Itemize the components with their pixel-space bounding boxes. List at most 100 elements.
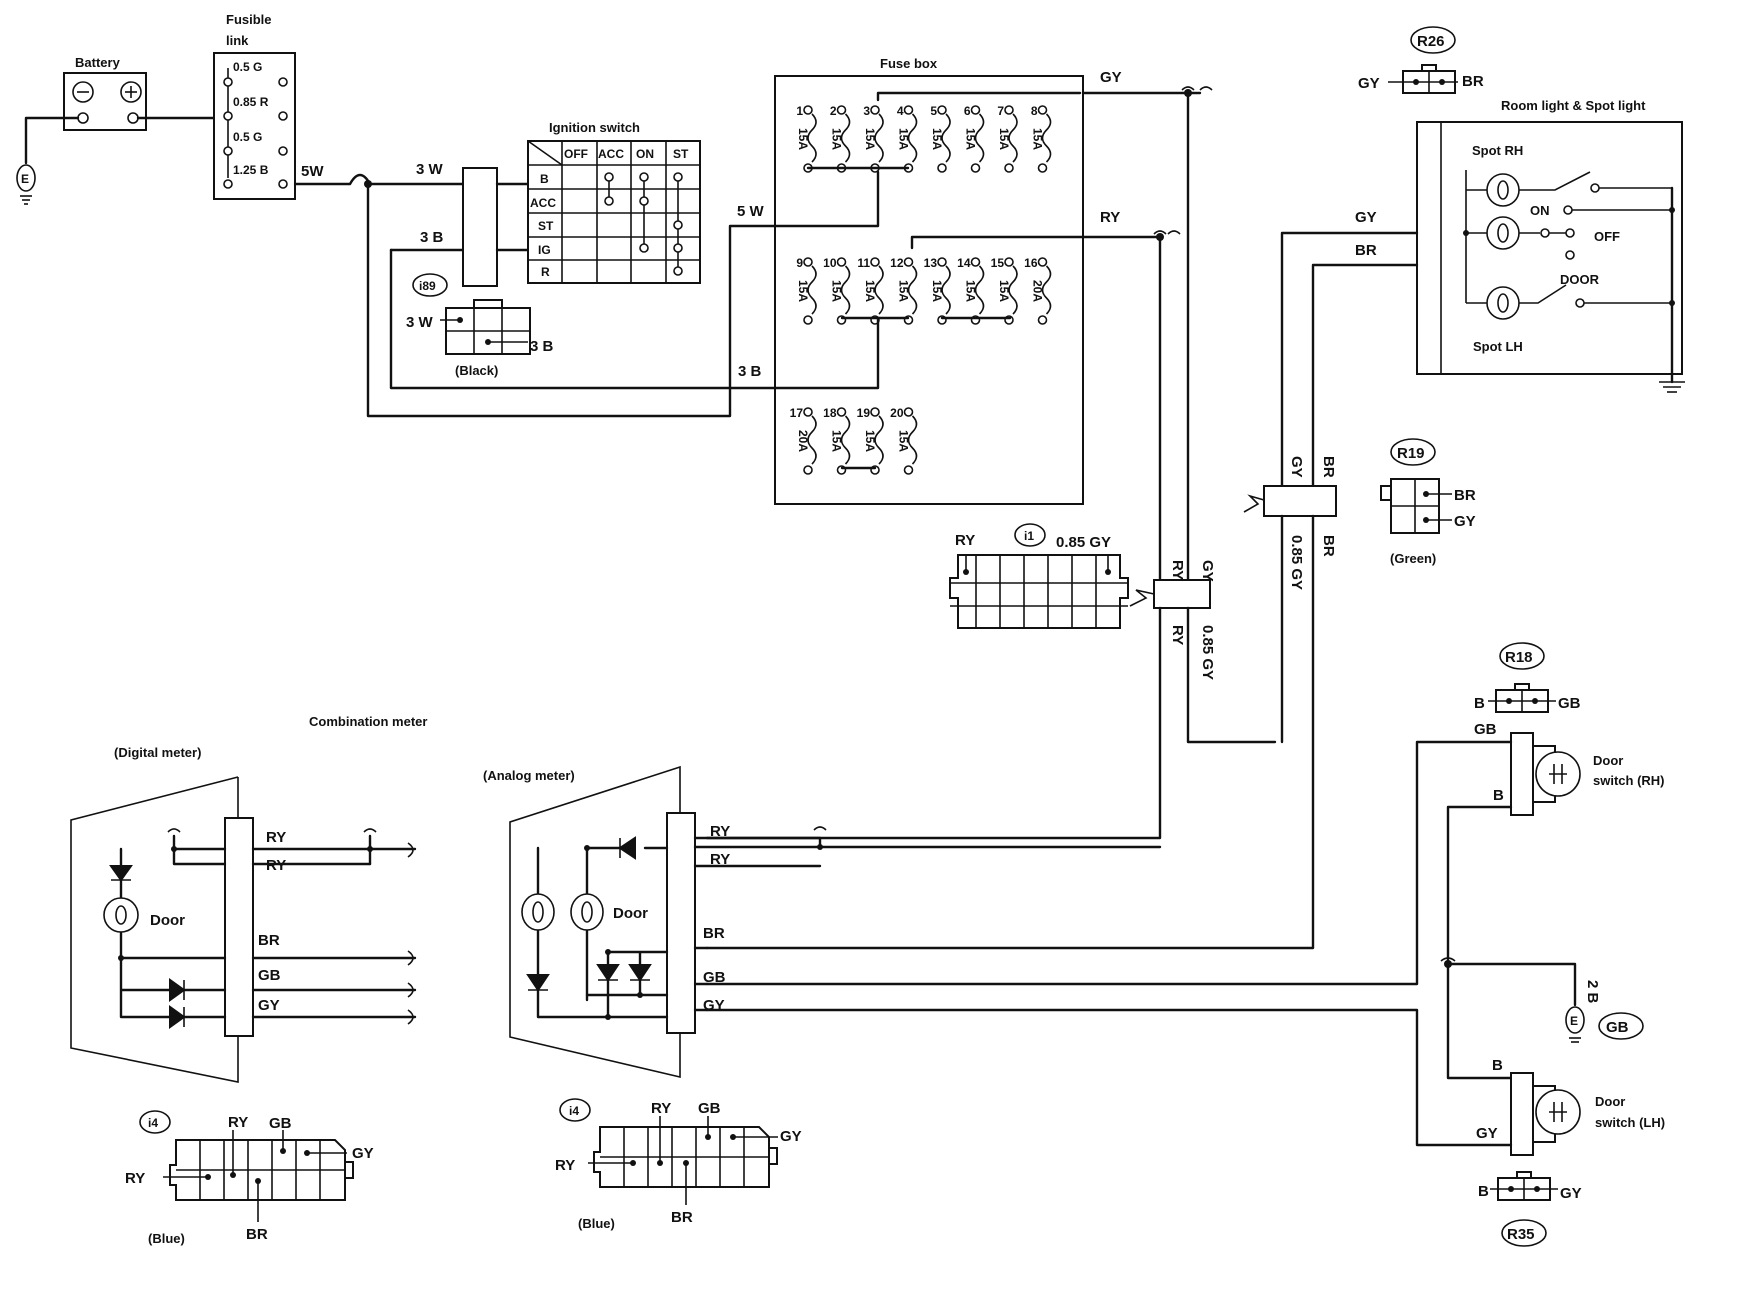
fusible-link-2: 0.85 R — [233, 95, 269, 109]
i4-a-gy: GY — [780, 1128, 802, 1145]
analog-ry2-label: RY — [710, 851, 730, 868]
off-label: OFF — [1594, 229, 1620, 244]
fuse-number: 16 — [1024, 256, 1038, 270]
fuse-rating: 15A — [897, 280, 911, 302]
fuse-number: 1 — [796, 104, 803, 118]
fuse-number: 20 — [890, 406, 904, 420]
fuse-number: 18 — [823, 406, 837, 420]
r26-gy: GY — [1358, 75, 1380, 92]
fuse-20: 20 15A — [890, 406, 918, 475]
fuse-number: 4 — [897, 104, 904, 118]
ign-col-on: ON — [636, 147, 654, 161]
wire-gy-top-label: GY — [1100, 69, 1122, 86]
spot-rh-label: Spot RH — [1472, 143, 1523, 158]
fuse-rating: 15A — [863, 128, 877, 150]
r35-b: B — [1478, 1183, 1489, 1200]
fuse-rating: 15A — [997, 280, 1011, 302]
i4-a-ry: RY — [651, 1100, 671, 1117]
bulb-spot-lh — [1486, 286, 1520, 320]
i1-gy: 0.85 GY — [1056, 534, 1111, 551]
analog-meter: RY RY Door BR GB GY — [509, 765, 1162, 1079]
wire-b-rh-label: B — [1493, 787, 1504, 804]
bulb-spot-rh — [1486, 173, 1520, 207]
fusible-link-4: 1.25 B — [233, 163, 269, 177]
fuse-rating: 15A — [863, 430, 877, 452]
analog-ry1-label: RY — [710, 823, 730, 840]
wire-3b-b-label: 3 B — [738, 363, 762, 380]
ign-col-off: OFF — [564, 147, 588, 161]
ground-gb: E GB — [1565, 1006, 1644, 1043]
connector-r18: R18 B GB — [1474, 642, 1581, 713]
wire-5w-b-label: 5 W — [737, 203, 765, 220]
i4-d-br: BR — [246, 1226, 268, 1243]
i1-ry: RY — [955, 532, 975, 549]
i4-d-gb: GB — [269, 1115, 292, 1132]
fuse-rating: 15A — [1031, 128, 1045, 150]
ground-e-label: E — [21, 172, 29, 186]
r19-gy: GY — [1454, 513, 1476, 530]
junction-block-right — [1263, 485, 1337, 517]
ign-col-st: ST — [673, 147, 689, 161]
fuse-rating: 15A — [964, 128, 978, 150]
fuse-grid: 115A215A315A415A515A615A715A815A915A1015… — [790, 104, 1052, 475]
on-label: ON — [1530, 203, 1550, 218]
i4-a-br: BR — [671, 1209, 693, 1226]
analog-door-label: Door — [613, 905, 648, 922]
digital-gy-label: GY — [258, 997, 280, 1014]
r19-color: (Green) — [1390, 551, 1436, 566]
digital-meter-title: (Digital meter) — [114, 745, 201, 760]
fuse-rating: 15A — [830, 280, 844, 302]
battery-ground: E — [16, 116, 80, 205]
wire-br-v-label: BR — [1320, 456, 1337, 478]
r19-br: BR — [1454, 487, 1476, 504]
junction-i1-wire — [1129, 579, 1211, 609]
i4-d-ry-side: RY — [125, 1170, 145, 1187]
fuse-8: 8 15A — [1031, 104, 1052, 173]
digital-ry1-label: RY — [266, 829, 286, 846]
fuse-rating: 20A — [796, 430, 810, 452]
fuse-number: 8 — [1031, 104, 1038, 118]
ignition-switch: Ignition switch OFF ACC ON ST B ACC ST I… — [527, 120, 701, 284]
ign-row-b: B — [540, 172, 549, 186]
i4-d-gy: GY — [352, 1145, 374, 1162]
fuse-number: 3 — [863, 104, 870, 118]
analog-gy-label: GY — [703, 997, 725, 1014]
wire-gy-lh-label: GY — [1476, 1125, 1498, 1142]
i4-a-ry-side: RY — [555, 1157, 575, 1174]
fuse-box-title: Fuse box — [880, 56, 938, 71]
connector-r18-id: R18 — [1505, 649, 1533, 666]
fuse-number: 17 — [790, 406, 804, 420]
digital-ry2-label: RY — [266, 857, 286, 874]
analog-meter-title: (Analog meter) — [483, 768, 575, 783]
fuse-number: 13 — [924, 256, 938, 270]
room-light-title: Room light & Spot light — [1501, 98, 1646, 113]
wire-gy085-v-label: 0.85 GY — [1288, 535, 1305, 590]
battery-title: Battery — [75, 55, 121, 70]
connector-i89-id: i89 — [419, 279, 436, 293]
fuse-rating: 15A — [964, 280, 978, 302]
connector-i4-digital: i4 RY RY GB GY BR (Blue) — [125, 1110, 374, 1246]
door-switch-rh: Door switch (RH) — [1510, 732, 1665, 816]
spot-lh-label: Spot LH — [1473, 339, 1523, 354]
fuse-rating: 15A — [930, 128, 944, 150]
fuse-rating: 15A — [897, 430, 911, 452]
door-switch-rh-title-2: switch (RH) — [1593, 773, 1665, 788]
i4-a-color: (Blue) — [578, 1216, 615, 1231]
connector-r26: R26 GY BR — [1358, 26, 1484, 94]
wire-2b-label: 2 B — [1584, 980, 1601, 1004]
i89-pin-3w: 3 W — [406, 314, 434, 331]
fuse-number: 2 — [830, 104, 837, 118]
analog-br-label: BR — [703, 925, 725, 942]
fuse-rating: 15A — [997, 128, 1011, 150]
fuse-number: 19 — [857, 406, 871, 420]
fuse-rating: 15A — [796, 280, 810, 302]
fusible-link-3: 0.5 G — [233, 130, 262, 144]
fuse-number: 14 — [957, 256, 971, 270]
door-switch-lh-title: Door — [1595, 1094, 1625, 1109]
